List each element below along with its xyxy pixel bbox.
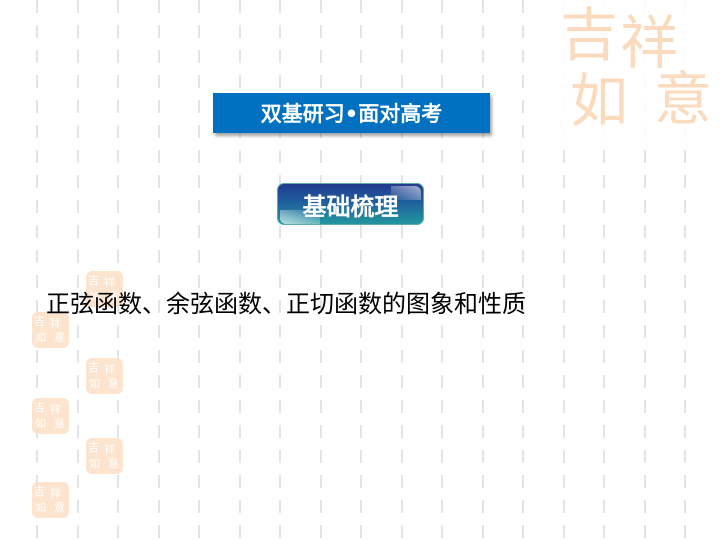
grid-line [198, 0, 200, 540]
basics-review-badge[interactable]: 基础梳理 [277, 183, 424, 225]
small-seal-icon: 吉祥 如意 [32, 398, 69, 434]
seal-char: 祥 [620, 9, 679, 77]
grid-line [441, 0, 443, 540]
grid-line [684, 0, 686, 540]
small-seal-icon: 吉祥 如意 [86, 438, 123, 474]
small-seal-icon: 吉祥 如意 [32, 312, 69, 348]
small-seal-icon: 吉祥 如意 [86, 271, 123, 307]
grid-line [522, 0, 524, 540]
badge-label: 基础梳理 [302, 192, 399, 221]
grid-line [279, 0, 281, 540]
section-banner: 双基研习•面对高考 [213, 93, 490, 133]
grid-line [401, 0, 403, 540]
grid-line [77, 0, 79, 540]
small-seal-icon: 吉祥 如意 [32, 482, 69, 518]
grid-line [117, 0, 119, 540]
small-seal-icon: 吉祥 如意 [86, 358, 123, 394]
grid-line [360, 0, 362, 540]
seal-char: 如 [570, 67, 629, 135]
grid-line [482, 0, 484, 540]
grid-line [644, 0, 646, 540]
grid-line [320, 0, 322, 540]
section-heading: 正弦函数、余弦函数、正切函数的图象和性质 [46, 290, 526, 318]
seal-char: 吉 [560, 1, 619, 69]
banner-title: 双基研习•面对高考 [260, 102, 443, 126]
seal-char: 意 [654, 65, 713, 133]
grid-line [239, 0, 241, 540]
grid-line [563, 0, 565, 540]
grid-line [603, 0, 605, 540]
grid-line [158, 0, 160, 540]
auspicious-seal-logo: 吉 祥 如 意 [560, 0, 720, 150]
grid-line [36, 0, 38, 540]
